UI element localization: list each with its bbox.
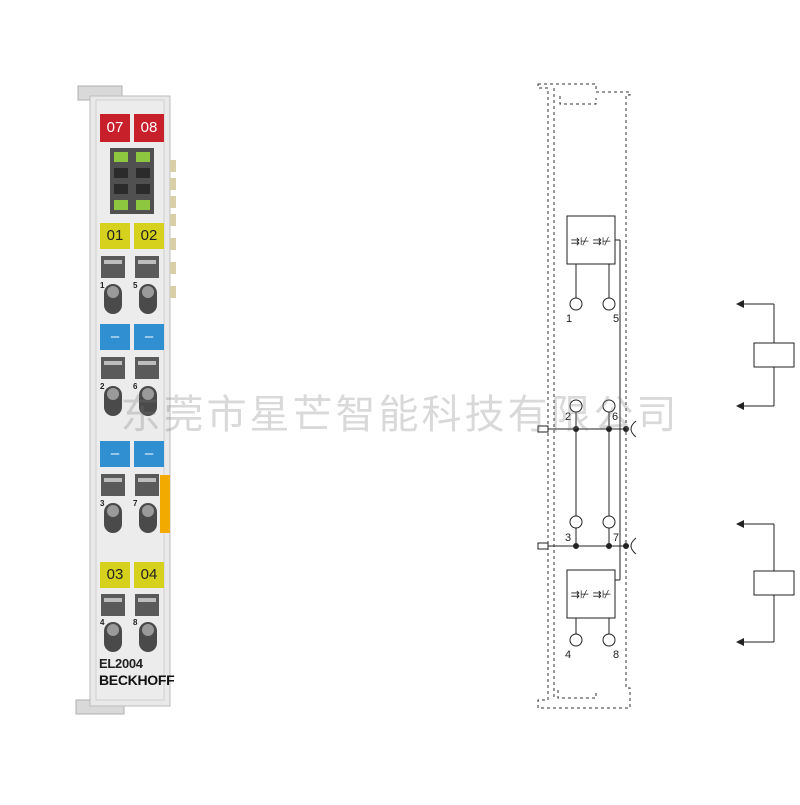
load-bottom: [736, 520, 795, 646]
pin-1-label: 1: [566, 313, 572, 325]
terminal-drawing: [75, 85, 176, 715]
led-green-3: [114, 200, 128, 210]
pin-8-terminal: [602, 633, 616, 647]
label-minus-3: [100, 441, 130, 467]
orange-tab: [160, 475, 170, 533]
housing-outline: [537, 83, 631, 709]
terminal-slots: [101, 256, 159, 616]
pin-2-terminal: [569, 399, 583, 413]
pin-number: 4: [100, 618, 105, 627]
pin-number: 3: [100, 499, 105, 508]
pin-4-label: 4: [565, 649, 571, 661]
label-04-text: 04: [140, 566, 158, 583]
label-minus-3-text: –: [110, 445, 120, 462]
label-02-text: 02: [140, 227, 158, 244]
pin-3-terminal: [569, 515, 583, 529]
pin-number: 5: [133, 281, 138, 290]
pin-number: 1: [100, 281, 105, 290]
label-minus-1: [100, 324, 130, 350]
pin-8-label: 8: [613, 649, 619, 661]
pin-3-label: 3: [565, 532, 571, 544]
label-08: [134, 114, 164, 142]
pin-6-label: 6: [612, 411, 618, 423]
label-minus-1-text: –: [110, 328, 120, 345]
label-01: [100, 223, 130, 249]
label-04: [134, 562, 164, 588]
label-02: [134, 223, 164, 249]
label-minus-2: [134, 324, 164, 350]
pin-5-label: 5: [613, 313, 619, 325]
label-03-text: 03: [106, 566, 124, 583]
label-08-text: 08: [140, 119, 158, 136]
spring-clamps: [104, 284, 157, 652]
svg-text:⇉⊬ ⇉⊬: ⇉⊬ ⇉⊬: [571, 589, 612, 601]
pin-number: 6: [133, 382, 138, 391]
label-01-text: 01: [106, 227, 124, 244]
led-green-4: [136, 200, 150, 210]
label-07: [100, 114, 130, 142]
led-green-2: [136, 152, 150, 162]
pin-4-terminal: [569, 633, 583, 647]
optocoupler-top: ⇉⊬ ⇉⊬: [566, 215, 616, 265]
brand-label: BECKHOFF: [99, 672, 175, 688]
pin-7-terminal: [602, 515, 616, 529]
svg-text:⇉⊬ ⇉⊬: ⇉⊬ ⇉⊬: [571, 236, 612, 248]
label-07-text: 07: [106, 119, 124, 136]
optocoupler-bottom: ⇉⊬ ⇉⊬: [566, 569, 616, 619]
label-minus-2-text: –: [144, 328, 154, 345]
pin-7-label: 7: [613, 532, 619, 544]
pin-2-label: 2: [565, 411, 571, 423]
model-label: EL2004: [99, 656, 143, 671]
pin-number: 2: [100, 382, 105, 391]
pin-1-terminal: [569, 297, 583, 311]
pin-number: 8: [133, 618, 138, 627]
pin-5-terminal: [602, 297, 616, 311]
led-green-1: [114, 152, 128, 162]
load-top: [736, 300, 795, 410]
label-minus-4: [134, 441, 164, 467]
terminal-module: 07 08 01 02 – – – – 03 04 1 5 2 6 3 7 4 …: [0, 0, 260, 800]
label-minus-4-text: –: [144, 445, 154, 462]
label-03: [100, 562, 130, 588]
pin-number: 7: [133, 499, 138, 508]
